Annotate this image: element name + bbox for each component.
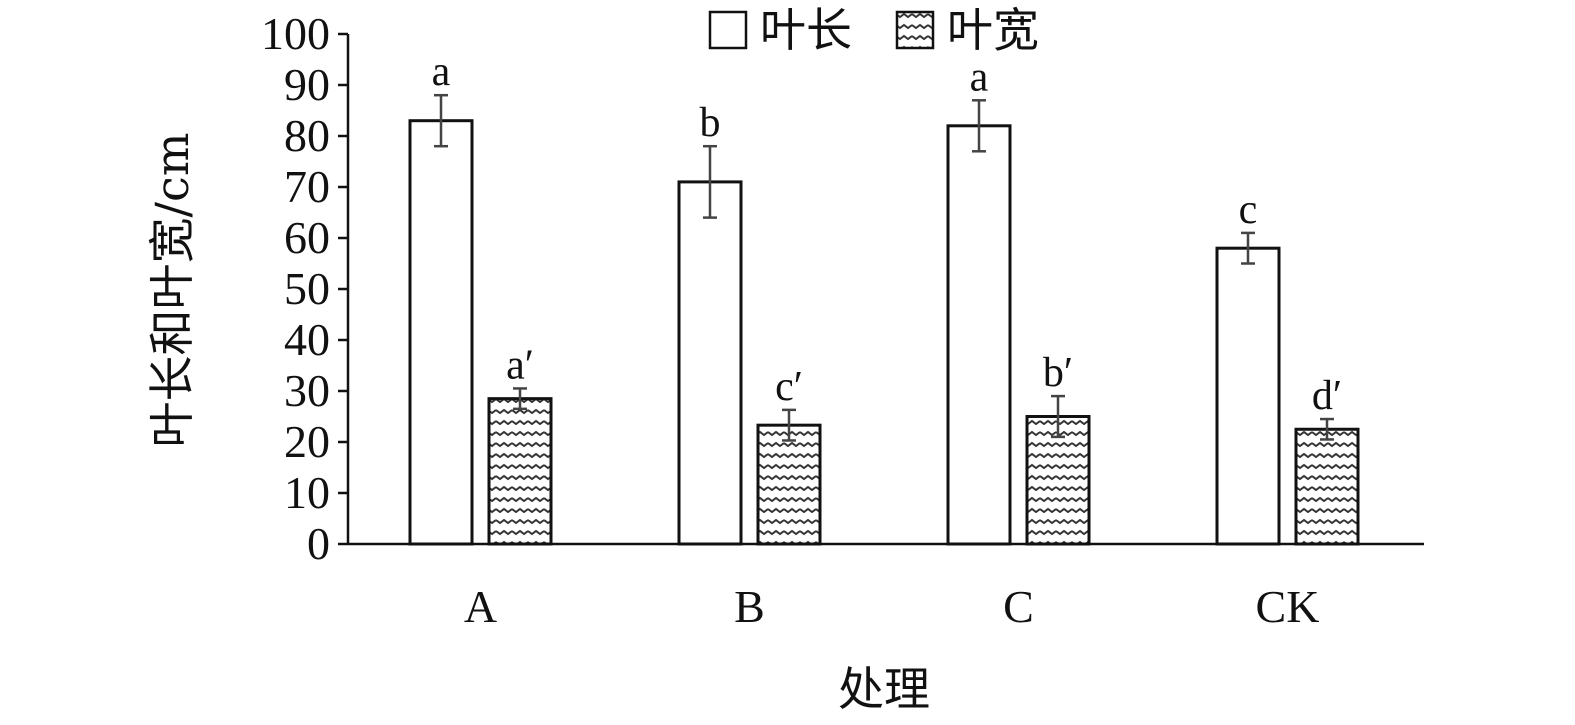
bar-leaf-length	[677, 180, 743, 546]
y-tick-label: 80	[284, 110, 330, 161]
x-category-label: C	[1003, 581, 1034, 632]
bars	[408, 93, 1360, 546]
bar-leaf-length	[946, 124, 1012, 546]
bar-leaf-width	[756, 423, 822, 546]
legend-swatch-length	[708, 10, 748, 50]
legend-label-width: 叶宽	[947, 3, 1039, 57]
significance-letter: d′	[1312, 373, 1342, 419]
significance-letter: a′	[506, 342, 534, 388]
legend-swatch-width	[895, 10, 935, 50]
x-category-label: CK	[1256, 581, 1320, 632]
y-tick-label: 60	[284, 212, 330, 263]
labels: a a′ Ab c′ Ba b′ Cc d′ CK 处理 叶长和叶宽/cm	[145, 49, 1342, 716]
x-axis-title: 处理	[838, 662, 930, 716]
y-tick-label: 0	[307, 518, 330, 569]
legend-label-length: 叶长	[760, 3, 852, 57]
y-tick-label: 90	[284, 59, 330, 110]
y-tick-label: 20	[284, 416, 330, 467]
x-category-label: B	[734, 581, 765, 632]
y-tick-label: 50	[284, 263, 330, 314]
bar-leaf-length	[1215, 246, 1281, 546]
significance-letter: a	[432, 49, 451, 95]
legend: 叶长 叶宽	[708, 3, 1039, 57]
y-tick-label: 100	[261, 8, 330, 59]
y-tick-label: 30	[284, 365, 330, 416]
y-tick-label: 10	[284, 467, 330, 518]
significance-letter: b′	[1043, 350, 1073, 396]
y-axis-title: 叶长和叶宽/cm	[145, 133, 199, 448]
y-tick-label: 70	[284, 161, 330, 212]
significance-letter: a	[970, 54, 989, 100]
y-tick-label: 40	[284, 314, 330, 365]
bar-leaf-width	[1294, 427, 1360, 546]
significance-letter: c	[1239, 187, 1258, 233]
bar-leaf-width	[487, 397, 553, 546]
x-category-label: A	[464, 581, 497, 632]
significance-letter: c′	[775, 364, 803, 410]
bar-leaf-length	[408, 119, 474, 546]
significance-letter: b	[700, 100, 721, 146]
